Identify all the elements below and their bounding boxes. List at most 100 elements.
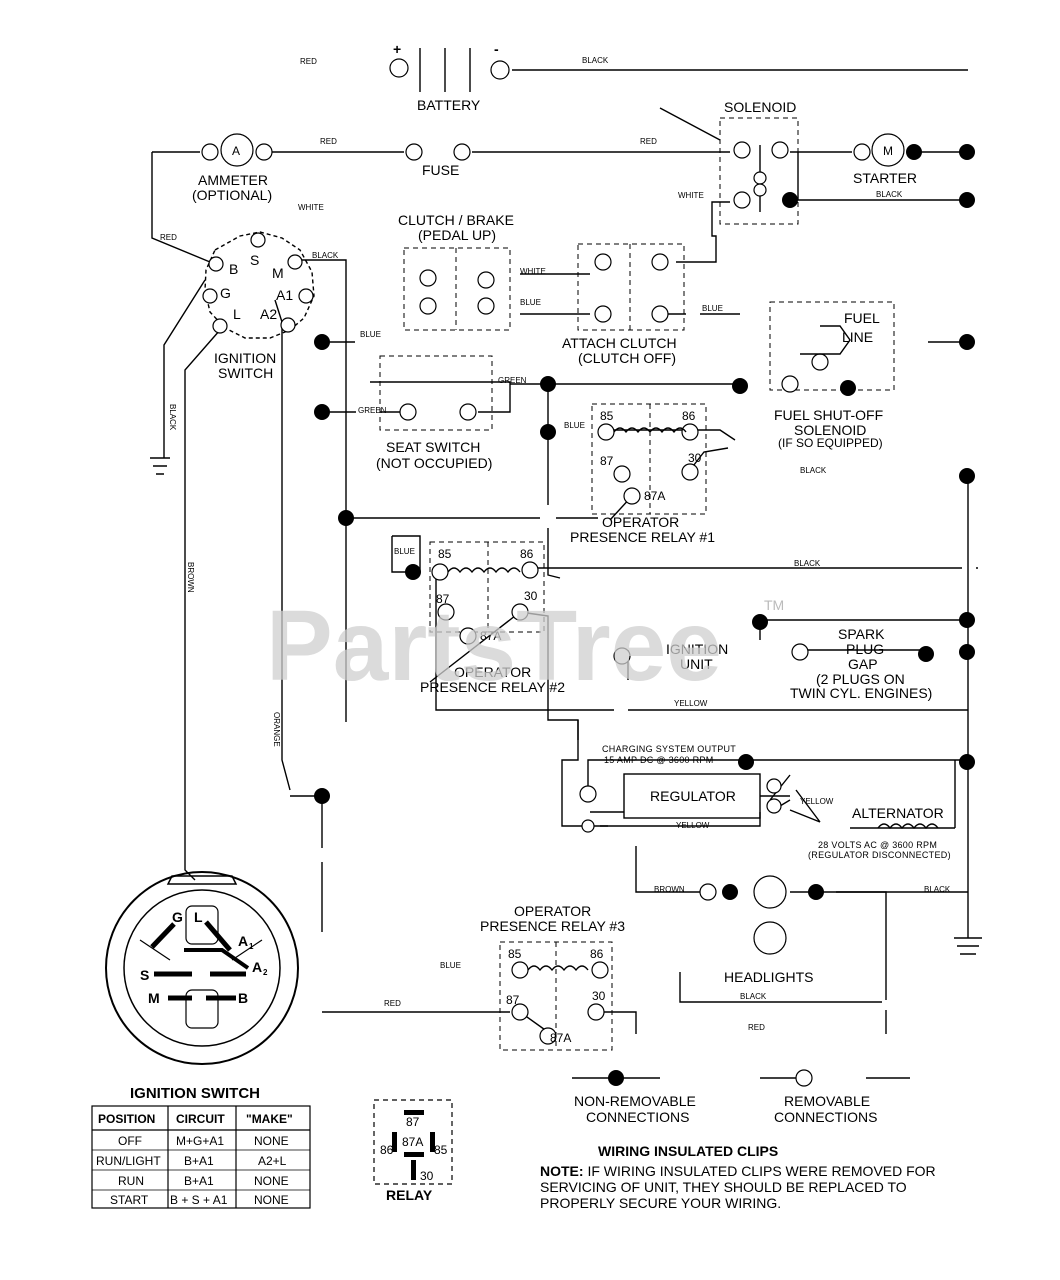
relay3-pin-30: 30 xyxy=(592,989,606,1003)
wire-label-black: BLACK xyxy=(582,56,609,65)
relay3-pin-87: 87 xyxy=(506,993,520,1007)
terminal-l-label: L xyxy=(233,306,241,322)
terminal-b-label: B xyxy=(229,261,238,277)
table-cell: B+A1 xyxy=(184,1174,214,1188)
charging-output-value: 15 AMP DC @ 3600 RPM xyxy=(604,755,714,765)
wiring-note: WIRING INSULATED CLIPS NOTE: IF WIRING I… xyxy=(540,1143,936,1211)
table-cell: M+G+A1 xyxy=(176,1134,224,1148)
note-title: WIRING INSULATED CLIPS xyxy=(598,1143,778,1159)
relay1-pin-87: 87 xyxy=(600,454,614,468)
wire-label-white: WHITE xyxy=(678,191,704,200)
alternator-note-2: (REGULATOR DISCONNECTED) xyxy=(808,850,951,860)
watermark-tm: TM xyxy=(764,597,784,613)
seat-switch-label: SEAT SWITCH xyxy=(386,439,480,455)
legend-removable: REMOVABLE xyxy=(784,1093,870,1109)
wire-label-blue: BLUE xyxy=(360,330,381,339)
non-removable-connections xyxy=(314,144,975,1086)
wire-label-black: BLACK xyxy=(312,251,339,260)
wire-label-green: GREEN xyxy=(358,406,387,415)
starter-label: STARTER xyxy=(853,170,917,186)
wire-label-yellow: YELLOW xyxy=(674,699,708,708)
regulator-label: REGULATOR xyxy=(650,788,736,804)
wire-label-orange: ORANGE xyxy=(272,712,281,747)
clutch-brake-label: CLUTCH / BRAKE xyxy=(398,212,514,228)
relay3-pin-87a: 87A xyxy=(550,1031,571,1045)
face-s-label: S xyxy=(140,967,149,983)
connection-legend: NON-REMOVABLE CONNECTIONS REMOVABLE CONN… xyxy=(574,1093,877,1125)
relay1-label: OPERATOR xyxy=(602,514,679,530)
relay2-pin-86: 86 xyxy=(520,547,534,561)
wires xyxy=(150,48,982,1034)
headlights-label: HEADLIGHTS xyxy=(724,969,813,985)
ignition-switch-sub-label: SWITCH xyxy=(218,365,273,381)
relay2-pin-87a: 87A xyxy=(480,629,501,643)
watermark: PartsTree xyxy=(266,590,722,702)
relay-legend-87a: 87A xyxy=(402,1135,423,1149)
relay-legend-87: 87 xyxy=(406,1115,420,1129)
alternator-note-1: 28 VOLTS AC @ 3600 RPM xyxy=(818,840,937,850)
fuel-solenoid-note: (IF SO EQUIPPED) xyxy=(778,436,883,450)
wire-label-white: WHITE xyxy=(520,267,546,276)
relay-legend: 87 86 87A 85 30 RELAY xyxy=(373,1099,453,1203)
wire-label-black: BLACK xyxy=(168,404,177,431)
starter-letter: M xyxy=(883,144,893,158)
wire-color-labels: RED BLACK RED RED BLACK WHITE WHITE RED … xyxy=(160,56,951,1032)
wire-label-red: RED xyxy=(384,999,401,1008)
ignition-switch-face: G L A 1 A 2 S M B xyxy=(105,871,299,1065)
relay3-label: OPERATOR xyxy=(514,903,591,919)
note-text: IF WIRING INSULATED CLIPS WERE REMOVED F… xyxy=(584,1163,936,1179)
table-cell: NONE xyxy=(254,1134,289,1148)
battery-minus-label: - xyxy=(494,41,499,57)
charging-output-label: CHARGING SYSTEM OUTPUT xyxy=(602,744,736,754)
wire-label-green: GREEN xyxy=(498,376,527,385)
table-cell: NONE xyxy=(254,1193,289,1207)
legend-non-removable: NON-REMOVABLE xyxy=(574,1093,696,1109)
relay3-pin-85: 85 xyxy=(508,947,522,961)
clutch-brake-sub-label: (PEDAL UP) xyxy=(418,227,496,243)
wire-label-yellow: YELLOW xyxy=(800,797,834,806)
ignition-switch-label: IGNITION xyxy=(214,350,276,366)
relay1-pin-87a: 87A xyxy=(644,489,665,503)
ignition-switch-terminals: B S M G A1 L A2 xyxy=(220,252,293,322)
table-cell: B+A1 xyxy=(184,1154,214,1168)
relay-legend-86: 86 xyxy=(380,1143,394,1157)
ammeter-label: AMMETER xyxy=(198,172,268,188)
seat-switch-sub-label: (NOT OCCUPIED) xyxy=(376,455,492,471)
spark-plug-note-2: TWIN CYL. ENGINES) xyxy=(790,685,932,701)
spark-plug-note-1: (2 PLUGS ON xyxy=(816,671,905,687)
terminal-a2-label: A2 xyxy=(260,306,277,322)
attach-clutch-sub-label: (CLUTCH OFF) xyxy=(578,350,676,366)
table-cell: OFF xyxy=(118,1134,142,1148)
face-b-label: B xyxy=(238,990,248,1006)
terminal-a1-label: A1 xyxy=(276,287,293,303)
relay2-pin-85: 85 xyxy=(438,547,452,561)
component-outlines xyxy=(379,117,895,1051)
relay-legend-30: 30 xyxy=(420,1169,434,1183)
face-a1-label: A xyxy=(238,933,248,949)
battery-label: BATTERY xyxy=(417,97,481,113)
wire-label-black: BLACK xyxy=(794,559,821,568)
wire-label-white: WHITE xyxy=(298,203,324,212)
wire-label-red: RED xyxy=(300,57,317,66)
face-a2-label: A xyxy=(252,959,262,975)
relay3-pin-86: 86 xyxy=(590,947,604,961)
wire-label-blue: BLUE xyxy=(520,298,541,307)
wire-label-blue: BLUE xyxy=(394,547,415,556)
table-header-position: POSITION xyxy=(98,1112,155,1126)
terminal-g-label: G xyxy=(220,285,231,301)
wire-label-black: BLACK xyxy=(924,885,951,894)
fuel-line-label: FUEL xyxy=(844,310,880,326)
wire-label-brown: BROWN xyxy=(186,562,195,593)
wire-label-red: RED xyxy=(640,137,657,146)
wire-label-red: RED xyxy=(160,233,177,242)
table-cell: RUN xyxy=(118,1174,144,1188)
wire-label-yellow: YELLOW xyxy=(676,821,710,830)
table-header-circuit: CIRCUIT xyxy=(176,1112,225,1126)
fuel-line-sub-label: LINE xyxy=(842,329,873,345)
face-a2-sub-label: 2 xyxy=(263,968,268,977)
note-label: NOTE: xyxy=(540,1163,584,1179)
relay1-pin-85: 85 xyxy=(600,409,614,423)
relay2-sub-label: PRESENCE RELAY #2 xyxy=(420,679,565,695)
fuse-label: FUSE xyxy=(422,162,459,178)
